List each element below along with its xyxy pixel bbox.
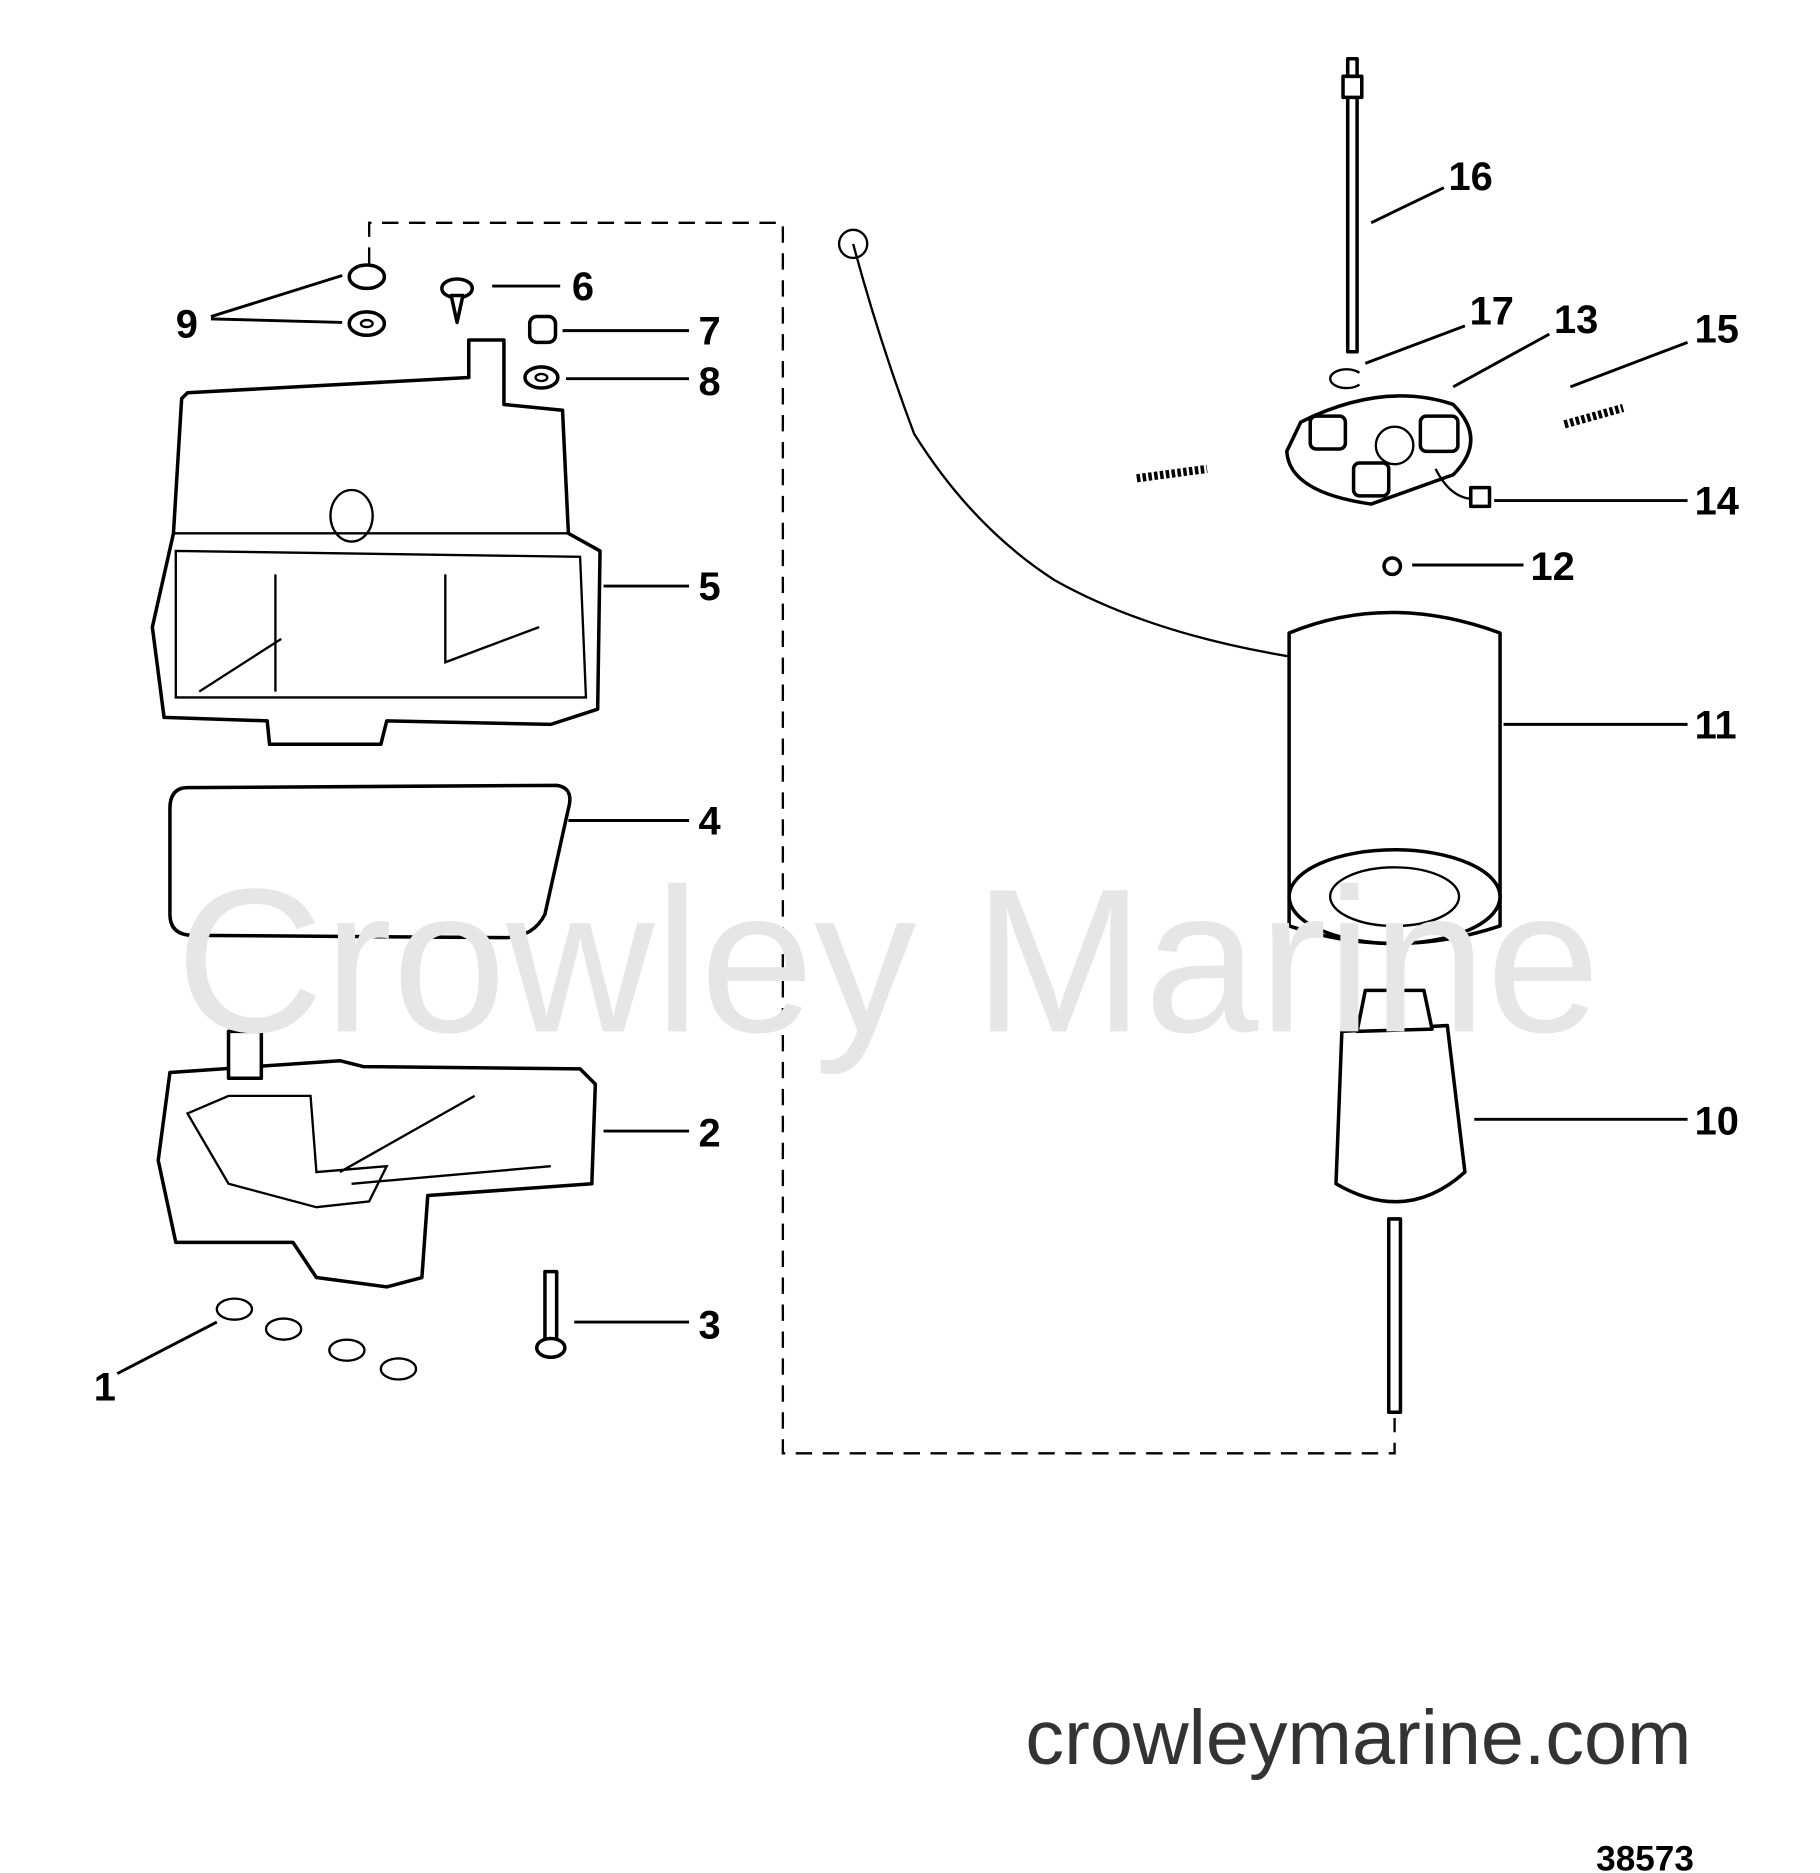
part-10-armature: [1334, 988, 1467, 1415]
part-5-cover: [150, 338, 602, 747]
callout-1: 1: [94, 1366, 116, 1410]
figure-number: 38573: [1596, 1840, 1694, 1873]
watermark: Crowley Marine: [176, 846, 1601, 1075]
part-17-retainer: [1329, 368, 1361, 390]
callout-3: 3: [698, 1303, 720, 1347]
part-9-washers: [347, 263, 387, 338]
part-7-plug: [527, 314, 558, 345]
callout-4: 4: [698, 800, 720, 844]
callout-17: 17: [1470, 290, 1514, 334]
callout-14: 14: [1695, 480, 1739, 524]
part-14-brush-lead: [1434, 468, 1492, 509]
part-12-ball: [1382, 556, 1403, 577]
part-3-bolt: [534, 1269, 567, 1359]
callout-12: 12: [1531, 545, 1575, 589]
callout-8: 8: [698, 360, 720, 404]
callout-11: 11: [1695, 703, 1737, 747]
callout-9: 9: [176, 303, 198, 347]
part-15-spring: [1136, 404, 1625, 483]
callout-6: 6: [572, 265, 594, 309]
part-2-base: [156, 1029, 598, 1289]
part-1-o-rings: [215, 1297, 418, 1381]
callout-10: 10: [1695, 1100, 1739, 1144]
callout-5: 5: [698, 565, 720, 609]
callout-2: 2: [698, 1111, 720, 1155]
callout-15: 15: [1695, 307, 1739, 351]
callout-16: 16: [1448, 155, 1492, 199]
part-8-washer: [523, 365, 560, 390]
leader-lines: [116, 186, 1689, 1375]
part-16-through-bolt: [1341, 56, 1364, 354]
assembly-dashed-line: [367, 221, 1396, 1455]
callout-7: 7: [698, 310, 720, 354]
part-13-brush-plate: [1285, 394, 1473, 506]
part-6-screw: [440, 277, 475, 325]
footer-site: crowleymarine.com: [1025, 1695, 1691, 1781]
part-4-gasket: [168, 783, 572, 940]
part-11-field-frame: [837, 228, 1502, 946]
callout-13: 13: [1554, 298, 1598, 342]
